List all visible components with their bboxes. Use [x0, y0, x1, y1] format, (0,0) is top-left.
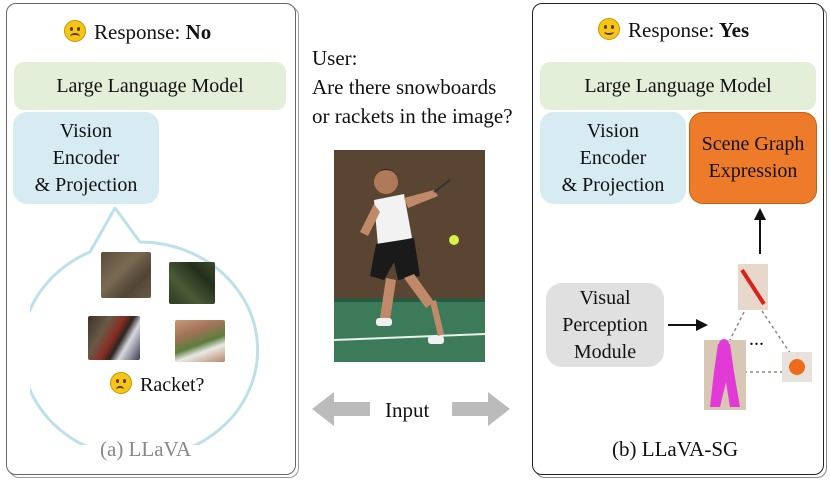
- caption-llava: (a) LLaVA: [100, 437, 192, 461]
- image-patch-1: [101, 252, 151, 298]
- visual-perception-module: Visual Perception Module: [546, 283, 664, 367]
- response-right: Response: Yes: [598, 18, 749, 43]
- vision-encoder-box-left: Vision Encoder & Projection: [13, 112, 159, 204]
- arrow-right-icon: [452, 392, 510, 426]
- response-left: Response: No: [64, 20, 211, 45]
- response-prefix: Response:: [94, 20, 181, 44]
- input-image: [334, 150, 485, 362]
- image-patch-4: [175, 320, 225, 362]
- input-label: Input: [385, 398, 430, 422]
- scene-graph-box: Scene Graph Expression: [689, 112, 817, 204]
- scene-graph-line-2: Expression: [708, 160, 798, 182]
- response-value-yes: Yes: [718, 18, 750, 42]
- question-line-1: Are there snowboards: [312, 75, 497, 99]
- vision-line-2: Encoder: [579, 146, 647, 169]
- vision-line-3: & Projection: [34, 173, 138, 196]
- bubble-text: Racket?: [140, 374, 205, 396]
- response-prefix: Response:: [628, 18, 715, 42]
- ellipsis: ...: [749, 328, 764, 350]
- arrow-left-icon: [312, 392, 370, 426]
- image-patch-3: [88, 316, 140, 360]
- arrow-right-small-icon: [668, 319, 708, 331]
- vpm-line-3: Module: [573, 340, 637, 363]
- vision-line-1: Vision: [59, 119, 113, 142]
- llm-box-left: Large Language Model: [14, 62, 286, 110]
- racket-question: Racket?: [110, 372, 204, 397]
- thinking-face-icon: [110, 372, 132, 394]
- user-query: User: Are there snowboards or rackets in…: [312, 44, 513, 131]
- scene-graph-diagram: [704, 264, 812, 410]
- vision-line-3: & Projection: [561, 173, 665, 196]
- vpm-line-2: Perception: [562, 313, 648, 336]
- llm-box-right: Large Language Model: [540, 62, 816, 110]
- llm-label: Large Language Model: [56, 74, 244, 97]
- user-label: User:: [312, 46, 358, 70]
- smiling-face-icon: [598, 18, 620, 40]
- arrow-up-icon: [754, 208, 766, 254]
- vpm-line-1: Visual: [579, 286, 631, 309]
- llm-label: Large Language Model: [584, 74, 772, 97]
- response-value-no: No: [185, 20, 212, 44]
- image-patch-2: [169, 262, 215, 304]
- caption-llava-sg: (b) LLaVA-SG: [612, 437, 739, 461]
- confused-face-icon: [64, 20, 86, 42]
- question-line-2: or rackets in the image?: [312, 104, 513, 128]
- vision-line-2: Encoder: [52, 146, 120, 169]
- scene-graph-line-1: Scene Graph: [701, 133, 805, 155]
- vision-line-1: Vision: [586, 119, 640, 142]
- thought-bubble: [30, 206, 260, 445]
- vision-encoder-box-right: Vision Encoder & Projection: [540, 112, 686, 204]
